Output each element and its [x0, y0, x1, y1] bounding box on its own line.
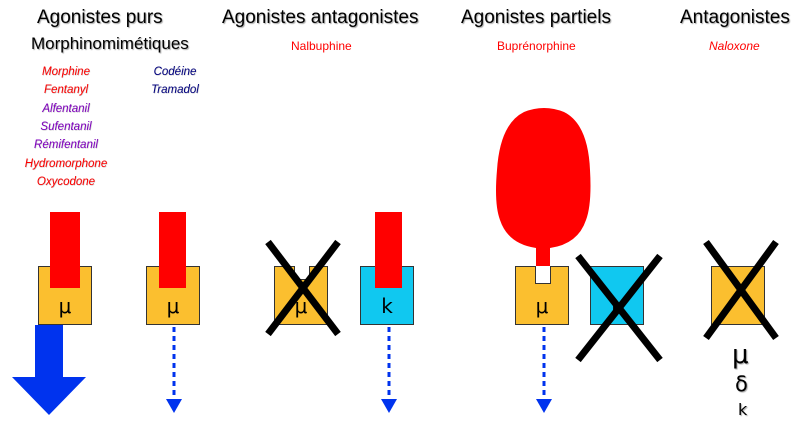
mu-receptor: μ	[515, 266, 569, 325]
example-nalbuphine: Nalbuphine	[291, 39, 352, 53]
mu-receptor: μ	[146, 266, 200, 325]
header-morphinomimetiques: Morphinomimétiques	[31, 34, 189, 53]
receptor-delta-label: δ	[735, 372, 748, 396]
ligand-bar	[159, 212, 186, 288]
header-agonistes-partiels: Agonistes partiels	[461, 7, 611, 28]
receptor-label: μ	[535, 294, 549, 318]
header-antagonistes: Antagonistes	[680, 7, 790, 28]
blocked-cross-icon	[265, 239, 341, 337]
drug-name: Tramadol	[151, 84, 199, 97]
receptor-mu-label: μ	[732, 340, 749, 370]
header-agonistes-purs: Agonistes purs	[37, 7, 163, 28]
drug-name: Hydromorphone	[24, 157, 108, 170]
example-buprenorphine: Buprénorphine	[497, 39, 576, 53]
drug-name: Codéine	[153, 66, 197, 78]
weak-effect-arrow-icon	[166, 327, 182, 413]
partial-agonist-ligand-icon	[496, 108, 591, 280]
ligand-bar	[50, 212, 80, 288]
drug-name: Morphine	[42, 66, 90, 78]
receptor-label: k	[381, 294, 393, 318]
receptor-label: μ	[166, 294, 180, 318]
example-naloxone: Naloxone	[709, 39, 760, 53]
drug-name: Oxycodone	[36, 175, 96, 188]
drug-name: Sufentanil	[40, 120, 92, 133]
blocked-cross-icon	[575, 253, 663, 363]
receptor-kappa-label: k	[738, 400, 748, 419]
drug-name: Rémifentanil	[34, 139, 98, 152]
drug-name: Alfentanil	[42, 102, 90, 115]
weak-effect-arrow-icon	[381, 327, 397, 413]
blocked-cross-icon	[703, 239, 779, 341]
drug-name: Fentanyl	[43, 84, 89, 97]
strong-effect-arrow-icon	[12, 325, 86, 415]
ligand-bar	[375, 212, 402, 288]
header-agonistes-antagonistes: Agonistes antagonistes	[222, 7, 419, 28]
receptor-binding-site	[535, 266, 551, 284]
receptor-label: μ	[58, 294, 72, 318]
weak-effect-arrow-icon	[536, 327, 552, 413]
